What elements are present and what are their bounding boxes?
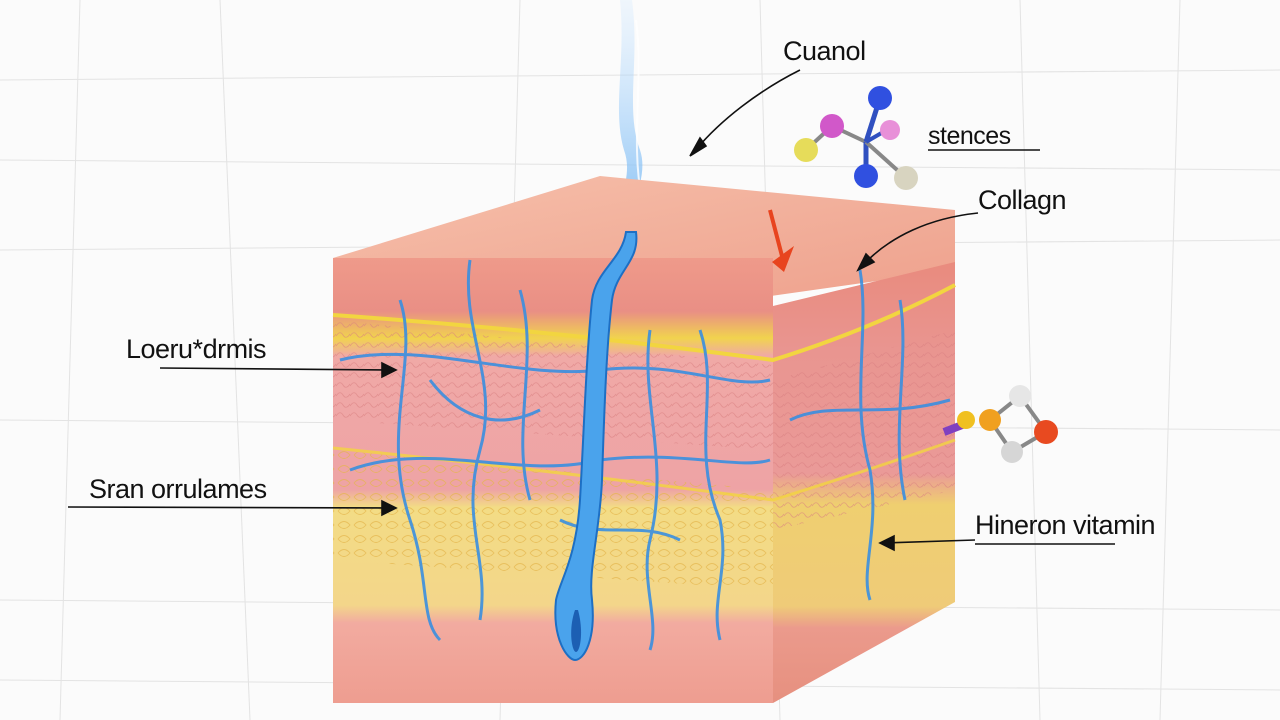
- label-left-lower: Sran orrulames: [89, 474, 267, 504]
- molecule-icon: [794, 86, 918, 190]
- vapor-icon: [618, 0, 643, 235]
- side-texture: [773, 330, 955, 530]
- nerve-line: [332, 283, 956, 363]
- label-top: Cuanol: [783, 36, 866, 66]
- label-collagen: Collagn: [978, 185, 1067, 215]
- hair-follicle-icon: [554, 231, 638, 662]
- pointer-lines: [67, 69, 1115, 552]
- label-molecule-top: stences: [928, 122, 1011, 150]
- red-arrow-icon: [768, 209, 794, 272]
- label-left-upper: Loeru*drmis: [126, 334, 267, 364]
- label-right-lower: Hineron vitamin: [975, 510, 1156, 540]
- dermis-texture: [333, 320, 773, 450]
- molecule-icon-2: [942, 385, 1058, 463]
